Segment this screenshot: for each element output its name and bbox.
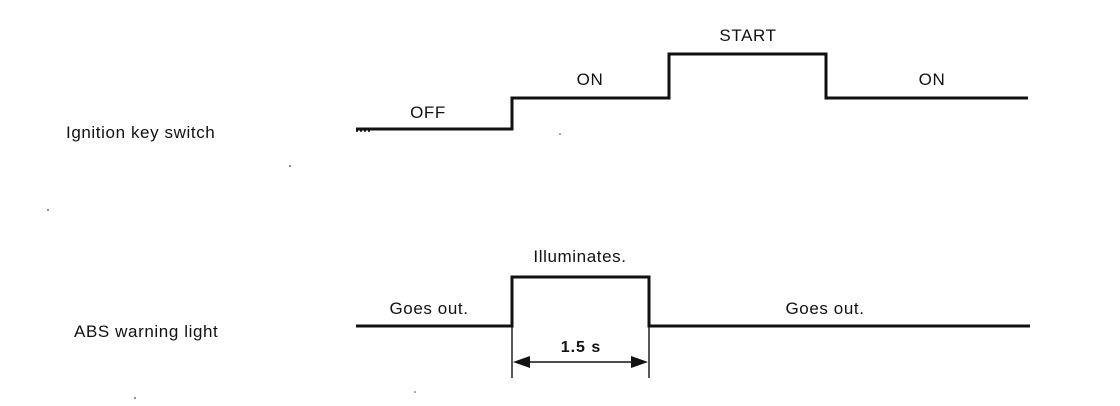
ignition-row-label: Ignition key switch bbox=[66, 123, 215, 142]
scan-speck bbox=[134, 397, 136, 399]
abs-state-goes-out-2: Goes out. bbox=[785, 299, 864, 318]
scan-speck bbox=[289, 165, 291, 167]
ignition-state-start: START bbox=[719, 26, 776, 45]
abs-row-label: ABS warning light bbox=[74, 322, 218, 341]
abs-state-goes-out-1: Goes out. bbox=[389, 299, 468, 318]
dimension-arrow-left bbox=[513, 356, 530, 368]
ignition-state-on-1: ON bbox=[577, 70, 604, 89]
ignition-state-on-2: ON bbox=[919, 70, 946, 89]
abs-state-illuminates: Illuminates. bbox=[533, 247, 626, 266]
scan-speck bbox=[414, 391, 416, 393]
ignition-waveform bbox=[356, 52, 1028, 131]
scan-speck bbox=[47, 209, 49, 211]
ignition-state-off: OFF bbox=[410, 103, 446, 122]
abs-waveform bbox=[356, 275, 1030, 328]
scan-speck bbox=[559, 133, 561, 135]
duration-label: 1.5 s bbox=[561, 339, 602, 356]
dimension-arrow-right bbox=[631, 356, 648, 368]
